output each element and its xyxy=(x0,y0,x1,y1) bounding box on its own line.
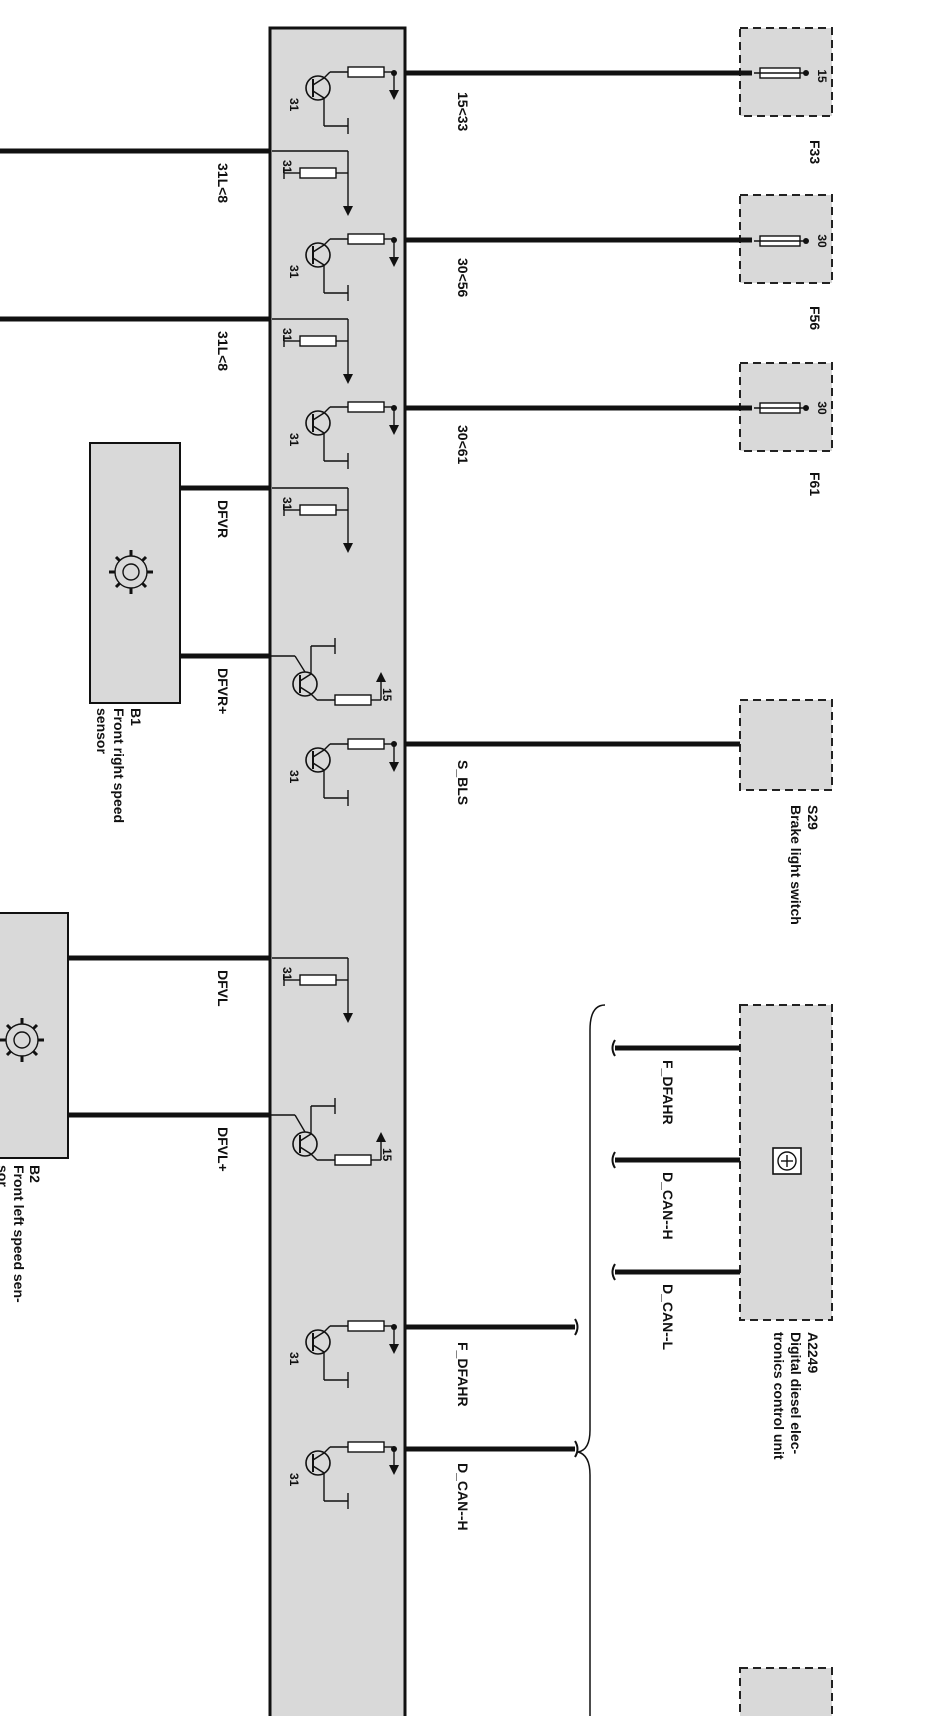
pin-label: 31 xyxy=(287,770,301,784)
b1-name-line1: Front right speed xyxy=(111,708,127,823)
wire-label: S_BLS xyxy=(455,760,471,805)
pin-label: 31 xyxy=(280,967,294,981)
wire-label: 15<33 xyxy=(455,92,471,132)
wire-label: 30<56 xyxy=(455,258,471,298)
pin-label: 15 xyxy=(380,1148,394,1162)
wire-label: DFVL xyxy=(215,970,231,1007)
a2249-name-line1: Digital diesel elec- xyxy=(788,1332,804,1454)
wire-label: DFVL+ xyxy=(215,1127,231,1172)
fuse-pin-label: 30 xyxy=(815,401,829,415)
wire-label: DFVR+ xyxy=(215,668,231,714)
speed-sensor-b1: B1 Front right speed sensor xyxy=(89,442,181,823)
s29-name-label: Brake light switch xyxy=(788,805,804,925)
next-component-box xyxy=(739,1667,833,1716)
wire-label: DFVR xyxy=(215,500,231,538)
fuse-id-label: F33 xyxy=(807,140,823,164)
pin-label: 31 xyxy=(287,265,301,279)
wire-label: 30<61 xyxy=(455,425,471,465)
pin-label: 31 xyxy=(280,328,294,342)
pin-label: 15 xyxy=(380,688,394,702)
wire-label: D_CAN--H xyxy=(660,1172,676,1240)
fuse-id-label: F56 xyxy=(807,306,823,330)
control-module-box xyxy=(268,26,407,1716)
pin-label: 31 xyxy=(280,160,294,174)
fuse-pin-label: 15 xyxy=(815,69,829,83)
wire-label: F_DFAHR xyxy=(660,1060,676,1125)
a2249-name-line2: tronics control unit xyxy=(771,1332,787,1460)
wire-label: F_DFAHR xyxy=(455,1342,471,1407)
fuse-f56: 30 F56 xyxy=(739,194,833,330)
brake-light-switch-s29: S29 Brake light switch xyxy=(739,699,833,925)
speed-sensor-b2: B2 Front left speed sen- sor xyxy=(0,912,69,1303)
fuse-pin-label: 30 xyxy=(815,234,829,248)
b1-name-line2: sensor xyxy=(94,708,110,754)
wire-lines xyxy=(0,70,752,1452)
s29-id-label: S29 xyxy=(805,805,821,830)
pin-label: 31 xyxy=(280,497,294,511)
bracket-brace xyxy=(577,1004,606,1716)
fuse-id-label: F61 xyxy=(807,472,823,496)
dde-control-unit-a2249: A2249 Digital diesel elec- tronics contr… xyxy=(739,1004,833,1460)
pin-label: 31 xyxy=(287,1352,301,1366)
a2249-id-label: A2249 xyxy=(805,1332,821,1373)
pin-label: 31 xyxy=(287,1473,301,1487)
b2-id-label: B2 xyxy=(27,1165,43,1183)
pin-label: 31 xyxy=(287,98,301,112)
pin-label: 31 xyxy=(287,433,301,447)
b2-name-line1: Front left speed sen- xyxy=(11,1165,27,1303)
b1-id-label: B1 xyxy=(128,708,144,726)
wire-label: D_CAN--H xyxy=(455,1463,471,1531)
fuse-f33: 15 F33 xyxy=(739,27,833,164)
output-stages xyxy=(270,66,400,1510)
control-unit-icon xyxy=(772,1147,802,1175)
b2-name-line2: sor xyxy=(0,1165,11,1187)
wire-break-marks xyxy=(574,1039,616,1458)
wire-label: 31L<8 xyxy=(215,331,231,371)
module-pin-labels: 31 31 31 31 31 31 15 31 31 15 31 31 xyxy=(280,98,394,1487)
fuse-f61: 30 F61 xyxy=(739,362,833,496)
wire-label: 31L<8 xyxy=(215,163,231,203)
wire-labels: 15<33 31L<8 30<56 31L<8 30<61 DFVR DFVR+… xyxy=(215,92,676,1531)
wire-label: D_CAN--L xyxy=(660,1284,676,1351)
